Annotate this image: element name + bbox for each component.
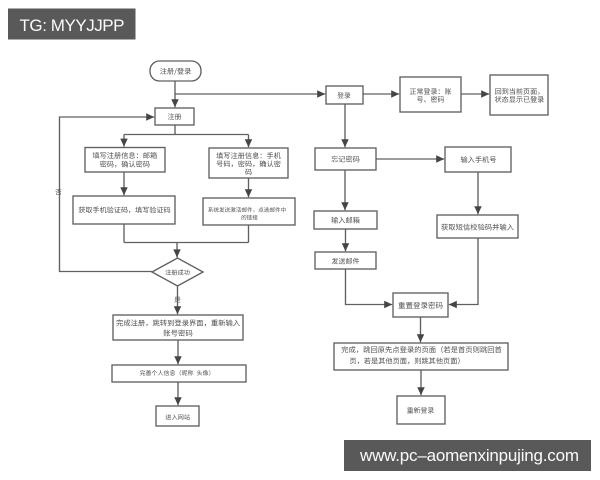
svg-text:TG: MYYJJPP: TG: MYYJJPP: [20, 16, 125, 35]
svg-text:www.pc–aomenxinpujing.com: www.pc–aomenxinpujing.com: [359, 446, 579, 465]
